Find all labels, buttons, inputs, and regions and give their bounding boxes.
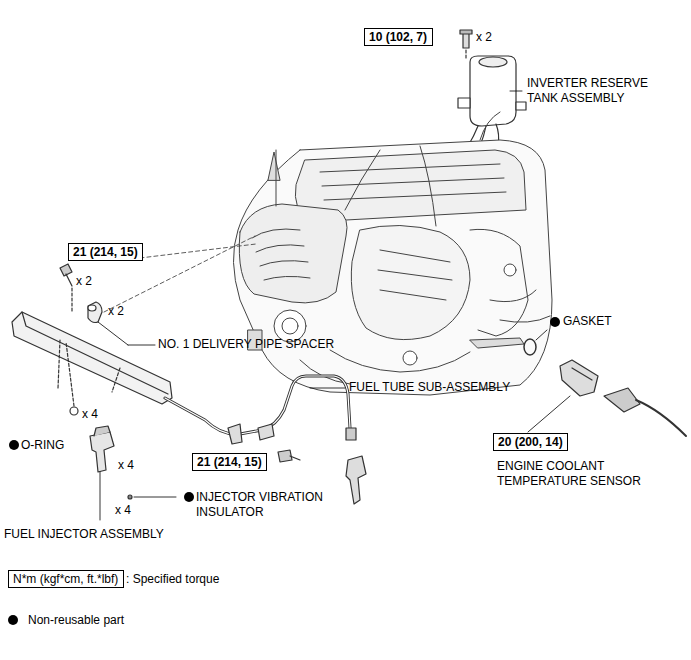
part-name: GASKET — [563, 314, 612, 329]
quantity: x 2 — [476, 30, 492, 45]
part-name: FUEL TUBE SUB-ASSEMBLY — [349, 380, 510, 395]
part-name: NO. 1 DELIVERY PIPE SPACER — [158, 337, 334, 352]
torque-box: 10 (102, 7) — [364, 28, 433, 46]
part-name: O-RING — [21, 438, 64, 453]
torque-value: 21 (214, 15) — [197, 455, 262, 469]
quantity: x 2 — [76, 274, 92, 289]
quantity: x 4 — [118, 458, 134, 473]
part-name: ENGINE COOLANT TEMPERATURE SENSOR — [497, 459, 657, 489]
torque-value: 10 (102, 7) — [369, 30, 427, 44]
torque-value: 20 (200, 14) — [498, 435, 563, 449]
part-name: INVERTER RESERVE TANK ASSEMBLY — [527, 76, 662, 106]
torque-value: N*m (kgf*cm, ft.*lbf) — [13, 572, 118, 586]
part-name: INJECTOR VIBRATION INSULATOR — [196, 490, 336, 520]
legend-text: Non-reusable part — [28, 613, 124, 628]
torque-value: 21 (214, 15) — [73, 245, 138, 259]
quantity: x 2 — [108, 304, 124, 319]
torque-box: 21 (214, 15) — [68, 243, 143, 261]
part-name: FUEL INJECTOR ASSEMBLY — [4, 527, 164, 542]
quantity: x 4 — [115, 503, 131, 518]
torque-box: 21 (214, 15) — [192, 453, 267, 471]
torque-box: 20 (200, 14) — [493, 433, 568, 451]
torque-legend-box: N*m (kgf*cm, ft.*lbf) — [8, 570, 124, 588]
quantity: x 4 — [82, 407, 98, 422]
legend-note: : Specified torque — [126, 572, 219, 587]
